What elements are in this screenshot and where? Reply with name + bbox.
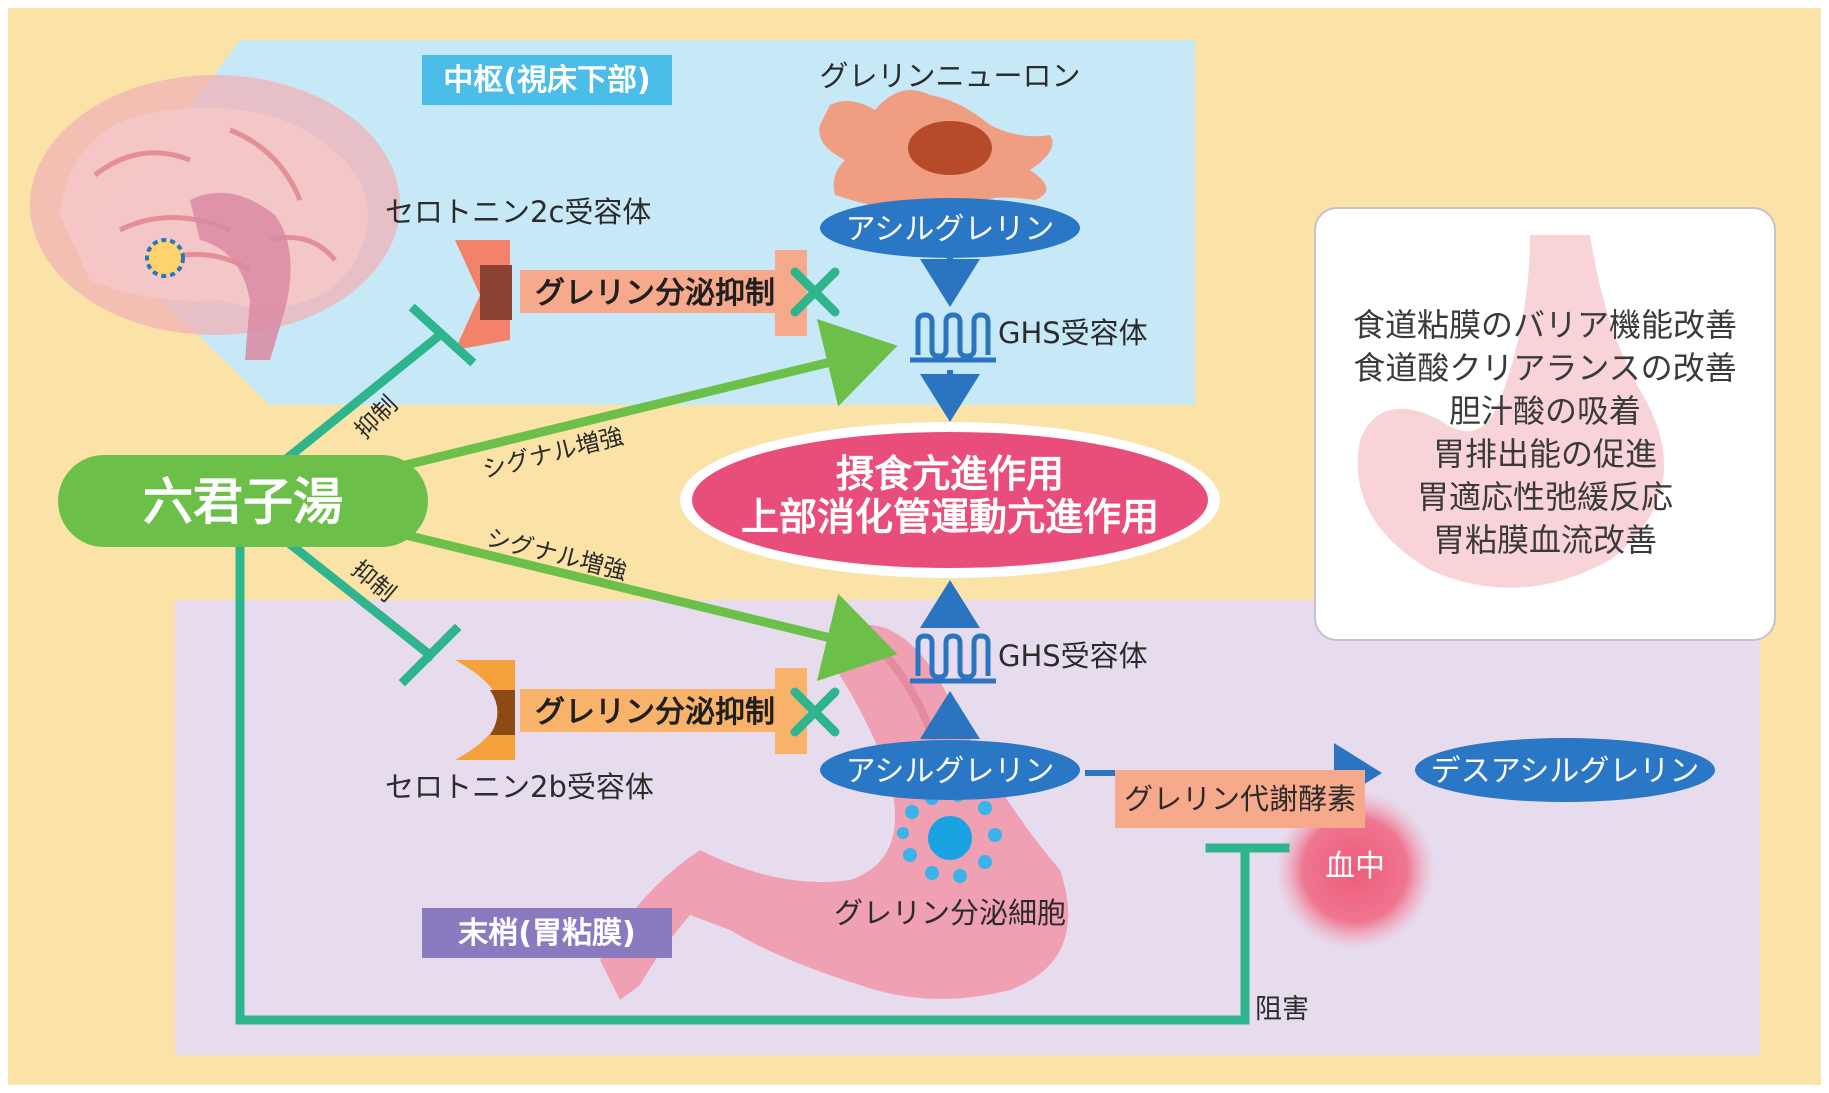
peripheral-suppression-endcap [775, 668, 807, 754]
ghrelin-neuron-label: グレリンニューロン [819, 59, 1080, 93]
central-region-label: 中枢(視床下部) [443, 63, 650, 98]
block-label: 阻害 [1255, 994, 1309, 1025]
peripheral-region-label: 末梢(胃粘膜) [458, 916, 635, 951]
central-acyl-ghrelin-label: アシルグレリン [846, 212, 1055, 247]
peripheral-acyl-ghrelin-label: アシルグレリン [846, 754, 1055, 789]
inhibit-bar-bottom [398, 623, 462, 687]
central-region-label-box [422, 55, 672, 105]
ghrelin-secreting-cell-label: グレリン分泌細胞 [834, 896, 1066, 930]
enzyme-box [1115, 770, 1365, 828]
inhibit-bar-top [408, 303, 477, 367]
effect-item: 食道粘膜のバリア機能改善 [1353, 306, 1737, 344]
peripheral-suppression-label: グレリン分泌抑制 [535, 695, 775, 730]
central-block-x-icon [790, 267, 840, 317]
drug-name: 六君子湯 [143, 473, 343, 531]
central-suppression-label: グレリン分泌抑制 [535, 276, 775, 311]
block-line [235, 540, 1250, 1025]
effects-list: 食道粘膜のバリア機能改善 食道酸クリアランスの改善 胆汁酸の吸着 胃排出能の促進… [1353, 306, 1737, 559]
blood-label: 血中 [1325, 849, 1385, 884]
peripheral-ghs-receptor-label: GHS受容体 [998, 639, 1148, 673]
desacyl-ghrelin-label: デスアシルグレリン [1431, 754, 1700, 789]
effect-item: 胃適応性弛緩反応 [1417, 478, 1673, 516]
effect-item: 食道酸クリアランスの改善 [1353, 349, 1736, 387]
central-suppression-band [520, 270, 775, 313]
hypothalamus-marker [145, 238, 185, 278]
peripheral-region-label-box [422, 908, 672, 958]
central-ghs-receptor-label: GHS受容体 [998, 316, 1148, 350]
blood-circle [1275, 790, 1435, 950]
drug-pill [58, 455, 428, 547]
main-effect-line2: 上部消化管運動亢進作用 [741, 495, 1159, 539]
effect-item: 胃粘膜血流改善 [1433, 521, 1657, 559]
main-effect-ellipse [692, 432, 1208, 568]
peripheral-serotonin-receptor [455, 660, 515, 760]
ghs-receptor-icon-peripheral [910, 633, 996, 684]
effect-item: 胃排出能の促進 [1433, 435, 1657, 473]
main-effect-line1: 摂食亢進作用 [836, 452, 1064, 496]
ghrelin-neuron-icon [819, 90, 1053, 217]
inhibit-line-bottom [278, 533, 437, 662]
peripheral-serotonin-receptor-label: セロトニン2b受容体 [385, 770, 654, 804]
peripheral-acyl-ghrelin-pill [820, 740, 1080, 800]
central-suppression-endcap [775, 250, 807, 336]
central-serotonin-receptor [455, 240, 512, 350]
stomach-icon [1357, 235, 1664, 588]
signal-arrow-top [383, 318, 898, 475]
enzyme-label: グレリン代謝酵素 [1124, 782, 1356, 816]
ghs-receptor-icon-central [910, 312, 996, 363]
inhibit-line-top [278, 328, 447, 467]
peripheral-suppression-band [520, 689, 775, 732]
effect-item: 胆汁酸の吸着 [1449, 392, 1641, 430]
central-acyl-ghrelin-pill [820, 198, 1080, 258]
desacyl-ghrelin-pill [1415, 738, 1715, 802]
central-serotonin-receptor-label: セロトニン2c受容体 [385, 195, 651, 229]
signal-arrow-bottom [383, 525, 898, 682]
peripheral-block-x-icon [790, 687, 840, 737]
brain-icon [30, 75, 400, 360]
